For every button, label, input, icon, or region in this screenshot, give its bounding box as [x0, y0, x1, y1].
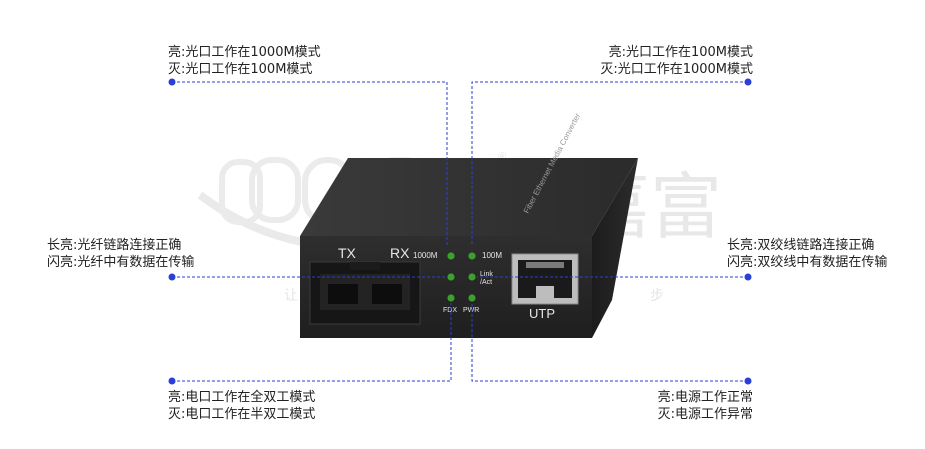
dot-top-right	[744, 78, 752, 86]
annotation-bottom-left: 亮:电口工作在全双工模式 灭:电口工作在半双工模式	[168, 389, 315, 423]
watermark-registered: ®	[498, 151, 506, 163]
rx-label: RX	[390, 245, 410, 261]
annotation-mid-right-flash: 闪亮:双绞线中有数据在传输	[727, 255, 888, 270]
led-pwr-label: PWR	[463, 307, 479, 314]
annotation-mid-right: 长亮:双绞线链路连接正确 闪亮:双绞线中有数据在传输	[727, 237, 887, 271]
annotation-bottom-right-off: 灭:电源工作异常	[657, 407, 753, 422]
led-fdx	[447, 294, 455, 302]
led-1000m	[447, 252, 455, 260]
led-100m	[468, 252, 476, 260]
rj45-port[interactable]	[511, 253, 579, 305]
annotation-mid-left: 长亮:光纤链路连接正确 闪亮:光纤中有数据在传输	[47, 237, 194, 271]
watermark-tag-right: 步	[650, 288, 664, 304]
led-link-label: Link	[480, 271, 493, 278]
led-fiber-link	[447, 273, 455, 281]
led-pwr	[468, 294, 476, 302]
led-utp-link	[468, 273, 476, 281]
annotation-mid-right-steady: 长亮:双绞线链路连接正确	[727, 238, 875, 253]
dot-bottom-left	[168, 377, 176, 385]
watermark-tag-left: 让	[284, 288, 298, 304]
leader-lines	[172, 81, 748, 382]
annotation-bottom-right: 亮:电源工作正常 灭:电源工作异常	[658, 389, 753, 423]
annotation-mid-left-flash: 闪亮:光纤中有数据在传输	[47, 255, 195, 270]
annotation-top-right-on: 亮:光口工作在100M模式	[608, 45, 753, 60]
leader-bottom-left	[172, 303, 452, 382]
leader-top-right	[471, 81, 748, 246]
dot-mid-left	[168, 273, 176, 281]
device-top-face	[300, 158, 638, 236]
led-fdx-label: FDX	[443, 307, 457, 314]
utp-label: UTP	[529, 306, 555, 321]
led-1000m-label: 1000M	[413, 251, 438, 260]
led-act-label: /Act	[480, 279, 492, 286]
dot-bottom-right	[744, 377, 752, 385]
tx-label: TX	[338, 245, 357, 261]
annotation-top-left-off: 灭:光口工作在100M模式	[168, 62, 313, 77]
leader-dots	[168, 78, 752, 385]
annotation-top-right: 亮:光口工作在100M模式 灭:光口工作在1000M模式	[600, 44, 753, 78]
leader-top-left	[172, 81, 448, 246]
annotation-mid-left-steady: 长亮:光纤链路连接正确	[47, 238, 182, 253]
annotation-top-left-on: 亮:光口工作在1000M模式	[168, 45, 321, 60]
led-100m-label: 100M	[482, 251, 502, 260]
leader-bottom-right	[471, 303, 748, 382]
media-converter: Fiber Ethernet Media Converter TX RX 100…	[300, 111, 638, 338]
dot-mid-right	[744, 273, 752, 281]
annotation-bottom-right-on: 亮:电源工作正常	[657, 390, 753, 405]
fiber-sc-port[interactable]	[309, 261, 421, 325]
device-side-face	[592, 158, 638, 338]
annotation-bottom-left-off: 灭:电口工作在半双工模式	[168, 407, 316, 422]
annotation-top-right-off: 灭:光口工作在1000M模式	[600, 62, 753, 77]
annotation-top-left: 亮:光口工作在1000M模式 灭:光口工作在100M模式	[168, 44, 321, 78]
dot-top-left	[168, 78, 176, 86]
annotation-bottom-left-on: 亮:电口工作在全双工模式	[168, 390, 316, 405]
